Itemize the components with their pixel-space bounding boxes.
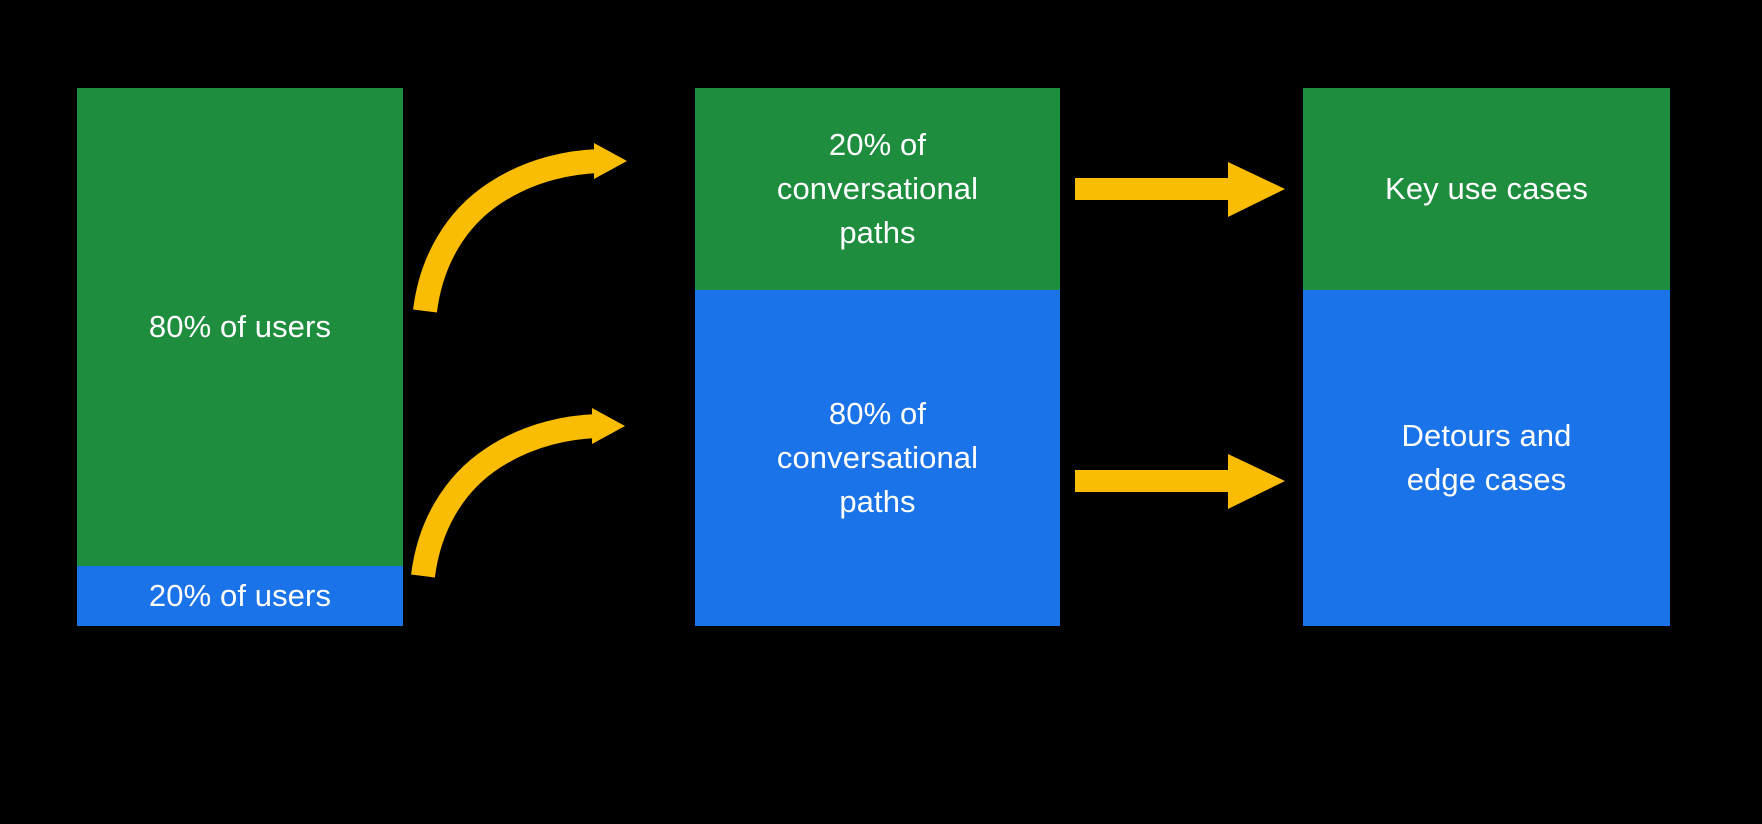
segment-label: Detours and edge cases: [1401, 417, 1572, 497]
segment-20-percent-users: 20% of users: [77, 566, 403, 626]
segment-label: 20% of conversational paths: [776, 126, 979, 251]
segment-80-percent-conversational-paths: 80% of conversational paths: [695, 290, 1060, 626]
column-outcomes: Key use cases Detours and edge cases: [1303, 88, 1670, 626]
segment-label: 80% of users: [148, 308, 332, 344]
column-conversational-paths: 20% of conversational paths 80% of conve…: [695, 88, 1060, 626]
curved-arrow-users-to-top-paths-icon: [413, 143, 627, 313]
column-users: 80% of users 20% of users: [77, 88, 403, 626]
segment-key-use-cases: Key use cases: [1303, 88, 1670, 290]
segment-detours-and-edge-cases: Detours and edge cases: [1303, 290, 1670, 626]
segment-label: 20% of users: [148, 577, 332, 613]
curved-arrow-users-to-bottom-paths-icon: [411, 408, 625, 578]
segment-label: Key use cases: [1385, 170, 1588, 206]
straight-arrow-top-paths-to-key-use-cases-icon: [1075, 162, 1285, 217]
segment-80-percent-users: 80% of users: [77, 88, 403, 566]
segment-20-percent-conversational-paths: 20% of conversational paths: [695, 88, 1060, 290]
segment-label: 80% of conversational paths: [776, 395, 979, 520]
straight-arrow-bottom-paths-to-detours-icon: [1075, 454, 1285, 509]
